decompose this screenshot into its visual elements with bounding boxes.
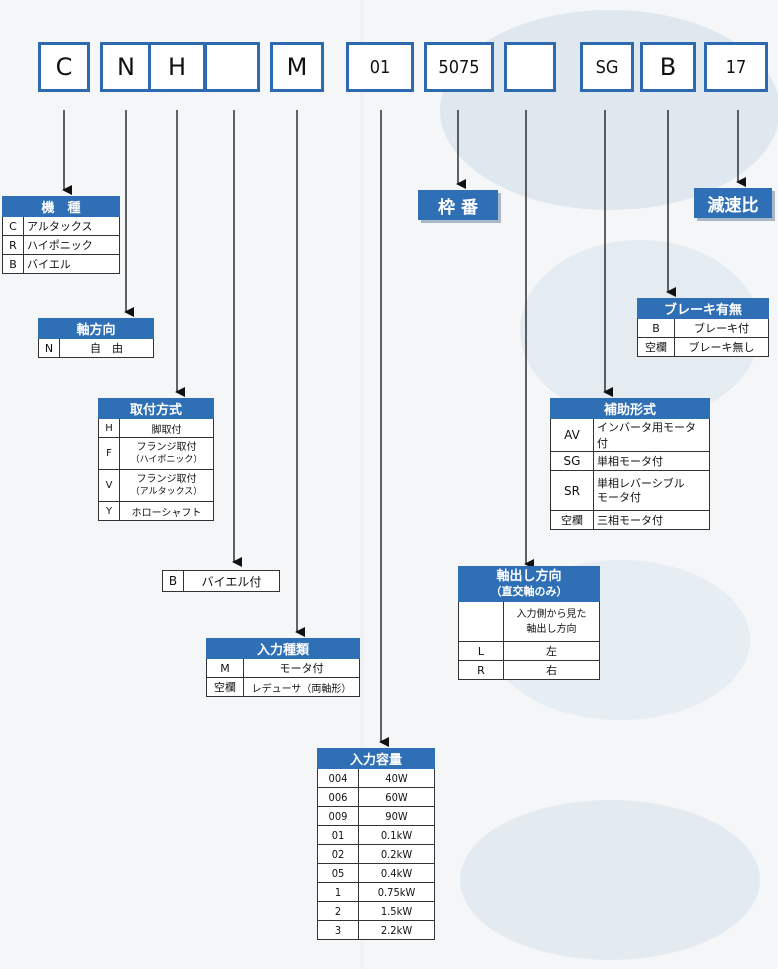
table-row: 空欄レデューサ（両軸形） [206, 677, 360, 697]
table-title: 入力種類 [206, 638, 360, 659]
tag-wakuban: 枠 番 [418, 190, 498, 220]
table-title: ブレーキ有無 [637, 298, 769, 319]
table-row: 空欄三相モータ付 [550, 510, 710, 530]
table-title: 機 種 [2, 196, 120, 217]
table-row: 空欄ブレーキ無し [637, 337, 769, 357]
code-box-11: 17 [704, 42, 768, 92]
code-box-4 [204, 42, 260, 92]
code-box-6: 01 [346, 42, 414, 92]
code-box-1: C [38, 42, 90, 92]
table-title: 軸方向 [38, 318, 154, 339]
code-box-10: B [640, 42, 696, 92]
code-box-7: 5075 [424, 42, 494, 92]
code-box-9: SG [580, 42, 634, 92]
table-title: 取付方式 [98, 398, 214, 419]
tag-gensokuhi: 減速比 [694, 188, 772, 218]
table-title: 入力容量 [317, 748, 435, 769]
code-box-3: H [148, 42, 206, 92]
table-title: 軸出し方向 [496, 569, 562, 584]
code-box-5: M [270, 42, 324, 92]
table-title: 補助形式 [550, 398, 710, 419]
table-row: 入力側から見た軸出し方向 [458, 601, 600, 642]
code-box-8 [504, 42, 556, 92]
